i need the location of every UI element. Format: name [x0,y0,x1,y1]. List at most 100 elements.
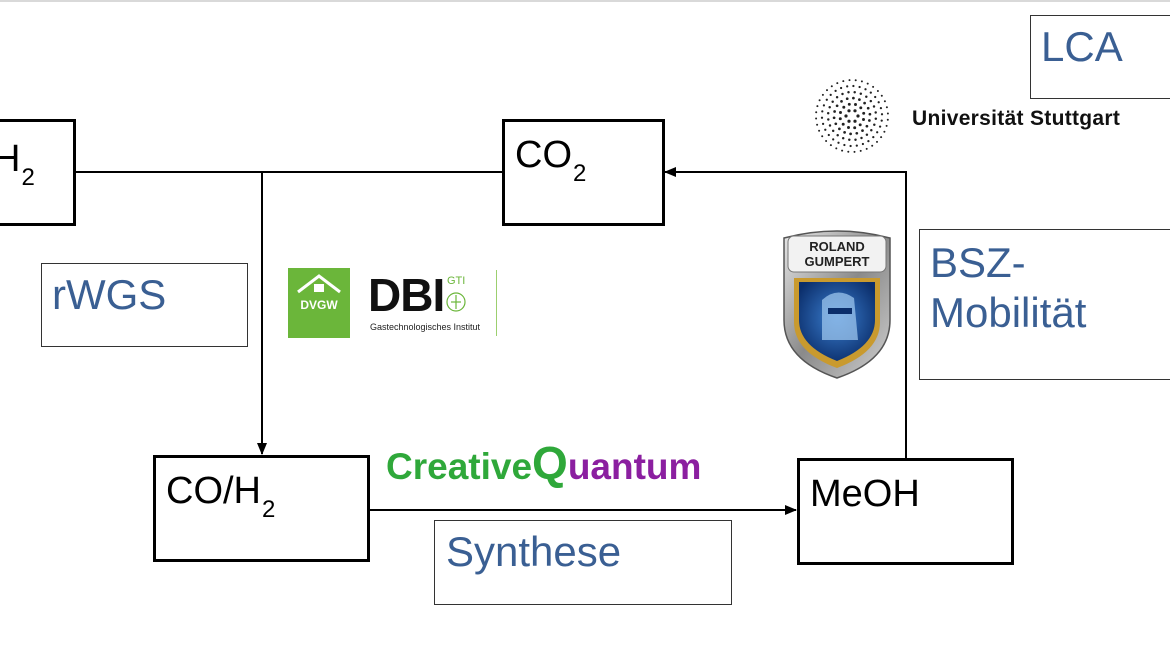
dbi-subtitle: Gastechnologisches Institut [370,322,481,332]
logo-dot [865,147,868,150]
logo-dot [865,95,868,98]
logo-dot [836,82,839,85]
logo-dot [854,79,857,82]
logo-dot [848,79,851,82]
logo-dot [847,102,851,106]
logo-dot [820,116,824,119]
logo-dot [841,92,844,96]
logo-dot [859,149,862,152]
logo-dot [865,133,869,137]
logo-dot [853,90,856,94]
node-meoh: MeOH [797,458,1014,565]
logo-dot [834,122,838,126]
logo-dot [858,123,862,127]
logo-dot [862,118,865,121]
dbi-logo-text: DBI [368,269,445,321]
logo-dot [869,91,872,94]
logo-dot [824,128,827,131]
logo-dot [866,82,869,85]
logo-dot [883,130,886,133]
logo-dot [835,104,839,108]
logo-dot [842,105,846,109]
logo-dot [828,105,831,109]
logo-dot [831,100,834,103]
logo-dot [853,109,857,113]
logo-dot [822,104,826,107]
logo-dot [815,111,818,114]
logo-dot [816,123,819,126]
node-co-h2-label: CO/H [166,470,261,512]
university-dot-logo-icon [815,79,889,153]
logo-dot [832,138,835,141]
quantum-text: uantum [567,446,702,487]
logo-dot [827,133,830,137]
logo-dot [846,85,849,88]
logo-dot [871,144,874,147]
node-co2: CO2 [502,119,665,226]
quantum-q-text: Q [532,437,568,489]
logo-dot [868,112,872,116]
logo-dot [816,105,819,108]
logo-dot [869,99,873,103]
logo-dot [836,134,839,137]
node-co2-label: CO [515,134,572,176]
logo-dot [815,117,818,120]
logo-dot [867,139,870,143]
logo-dot [837,141,840,144]
logo-dot [876,131,879,134]
logo-dot [879,106,883,110]
logo-dot [821,110,824,113]
logo-dot [843,143,846,147]
logo-dot [841,149,844,152]
node-co-h2: CO/H2 [153,455,370,562]
logo-dot [877,101,880,104]
logo-dot [839,86,843,90]
label-rwgs: rWGS [52,271,167,318]
logo-dot [831,129,835,133]
logo-dot [852,84,855,88]
logo-dot [847,150,850,153]
logo-dot [832,116,836,120]
logo-dot [847,119,851,123]
logo-dot [839,111,842,114]
logo-dot [829,93,832,97]
node-h2: H2 [0,119,76,226]
logo-dot [821,135,824,138]
top-border [0,0,1170,2]
logo-dot [885,124,888,127]
logo-dot [860,136,863,140]
dvgw-logo: DVGW [288,268,350,338]
logo-dot [844,114,848,118]
logo-dot [821,93,824,96]
logo-dot [826,89,828,92]
logo-dot [856,114,860,118]
logo-dot [838,127,841,131]
logo-dot [854,103,857,106]
logo-dot [880,94,883,97]
logo-dot [859,106,863,110]
logo-dot [821,122,825,126]
logo-dot [818,129,821,132]
logo-dot [828,124,832,127]
label-box-rwgs: rWGS [41,263,248,347]
logo-dot [826,112,830,115]
creative-quantum-logo: CreativeQuantum [386,440,701,486]
logo-dot [880,113,884,116]
label-bsz-line1: BSZ- [930,239,1026,286]
logo-dot [841,122,845,126]
label-box-lca: LCA [1030,15,1170,99]
logo-dot [873,123,876,127]
logo-dot [825,140,828,142]
logo-dot [853,150,856,153]
logo-dot [883,100,886,103]
logo-dot [865,124,869,128]
logo-dot [874,111,877,114]
logo-dot [855,144,858,147]
logo-dot [872,85,875,88]
logo-dot [872,105,876,108]
dbi-divider [496,270,497,336]
logo-dot [886,112,889,115]
logo-dot [852,96,855,100]
node-meoh-label: MeOH [810,473,920,515]
